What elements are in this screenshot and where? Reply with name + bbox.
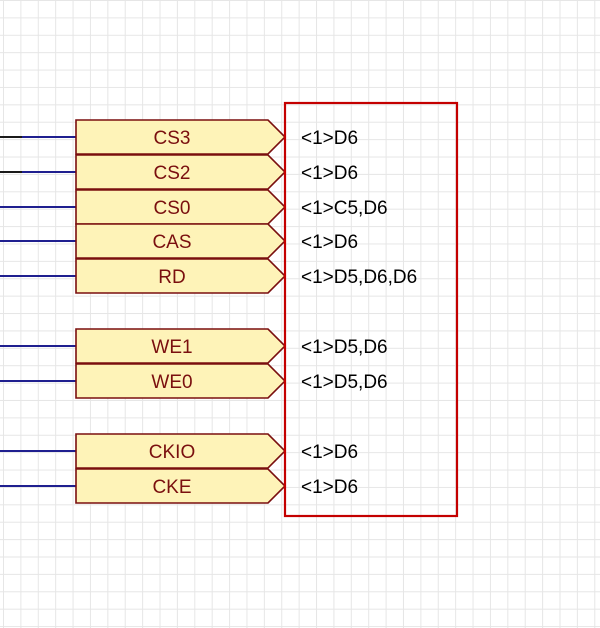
port-shape[interactable] [75,223,287,259]
port-cross-reference: <1>D5,D6 [301,372,388,393]
cross-reference-box [283,101,459,518]
port-name-label: CS3 [154,128,191,149]
port-shape[interactable] [75,468,287,504]
port-name-label: CS0 [154,198,191,219]
net-port-rd[interactable]: RD <1>D5,D6,D6 [0,258,417,294]
port-cross-reference: <1>D6 [301,163,358,184]
port-name-label: CKIO [149,442,195,463]
net-port-we0[interactable]: WE0 <1>D5,D6 [0,363,388,399]
port-shape[interactable] [75,258,287,294]
port-cross-reference: <1>D5,D6 [301,337,388,358]
port-name-label: CAS [152,232,191,253]
port-cross-reference: <1>D6 [301,128,358,149]
port-cross-reference: <1>D5,D6,D6 [301,267,417,288]
net-port-cs2[interactable]: CS2 <1>D6 [0,154,358,190]
port-shape[interactable] [75,363,287,399]
port-name-label: WE0 [151,372,192,393]
port-shape[interactable] [75,433,287,469]
net-port-ckio[interactable]: CKIO <1>D6 [0,433,358,469]
port-cross-reference: <1>D6 [301,232,358,253]
ports-layer: CS3<1>D6CS2<1>D6CS0<1>C5,D6CAS<1>D6RD<1>… [0,119,417,504]
port-shape[interactable] [75,119,287,155]
net-port-cke[interactable]: CKE <1>D6 [0,468,358,504]
port-name-label: RD [158,267,185,288]
net-port-cs0[interactable]: CS0 <1>C5,D6 [0,189,388,225]
net-port-cs3[interactable]: CS3 <1>D6 [0,119,358,155]
port-name-label: CKE [152,477,191,498]
port-name-label: CS2 [154,163,191,184]
port-cross-reference: <1>C5,D6 [301,198,388,219]
port-shape[interactable] [75,189,287,225]
port-shape[interactable] [75,328,287,364]
net-port-we1[interactable]: WE1 <1>D5,D6 [0,328,388,364]
net-port-cas[interactable]: CAS <1>D6 [0,223,358,259]
port-name-label: WE1 [151,337,192,358]
port-cross-reference: <1>D6 [301,442,358,463]
port-shape[interactable] [75,154,287,190]
port-cross-reference: <1>D6 [301,477,358,498]
